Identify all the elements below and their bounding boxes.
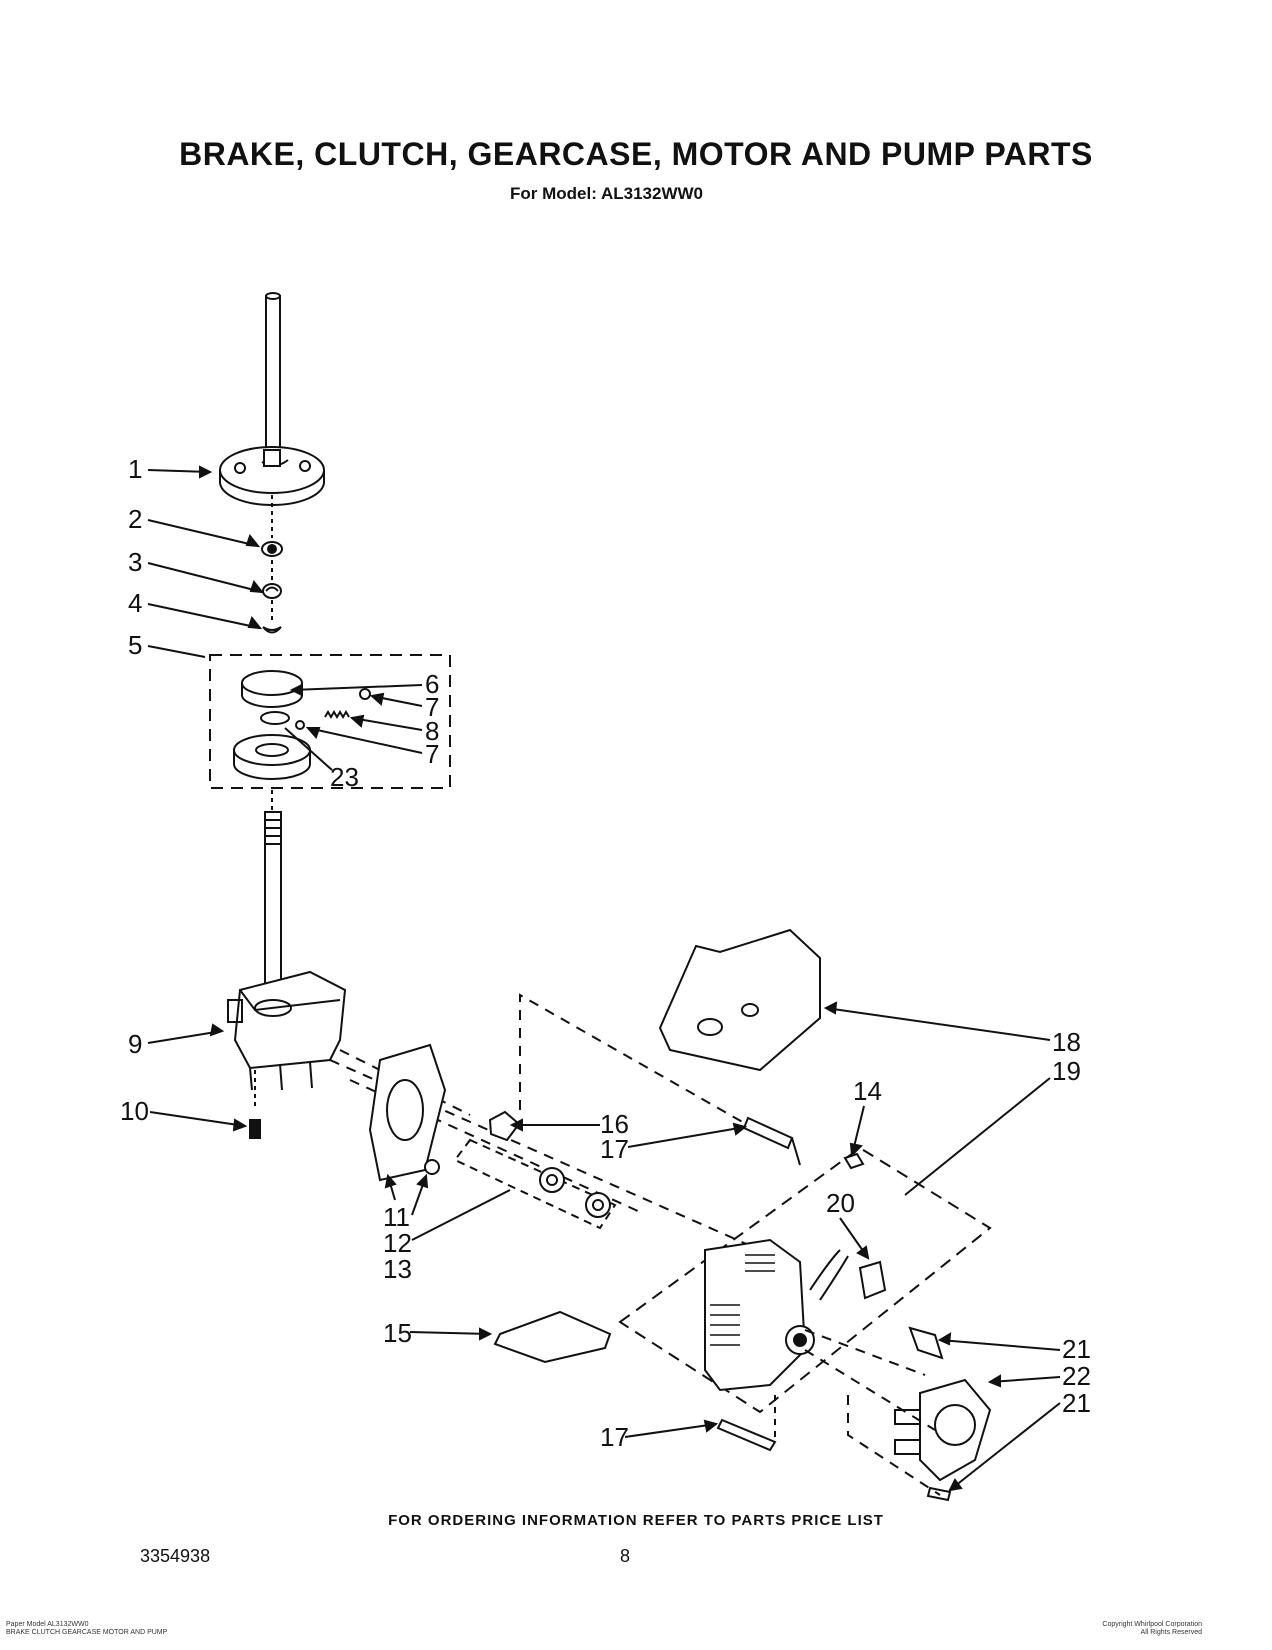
- part-6-band: [241, 670, 303, 708]
- callout-3: 3: [128, 547, 142, 577]
- callout-22: 22: [1062, 1361, 1091, 1391]
- part-5-assembly-box: [209, 654, 451, 789]
- part-4-clip: [262, 626, 282, 634]
- ordering-note: FOR ORDERING INFORMATION REFER TO PARTS …: [388, 1512, 884, 1529]
- fine-print-left-line2: BRAKE CLUTCH GEARCASE MOTOR AND PUMP: [6, 1629, 168, 1636]
- callout-10: 10: [120, 1096, 149, 1126]
- part-8-spring: [324, 710, 350, 719]
- callout-21-lower: 21: [1062, 1388, 1091, 1418]
- callout-11: 11: [383, 1202, 410, 1232]
- callout-13: 13: [383, 1254, 412, 1284]
- page-number: 8: [620, 1546, 631, 1566]
- callout-8: 8: [425, 716, 439, 746]
- part-17-strap-upper: [742, 1116, 801, 1166]
- callout-6: 6: [425, 669, 439, 699]
- part-19-box: [618, 1146, 992, 1414]
- callout-17-lower: 17: [600, 1422, 629, 1452]
- part-20-switch: [858, 1260, 887, 1300]
- callout-20: 20: [826, 1188, 855, 1218]
- callout-2: 2: [128, 504, 142, 534]
- part-17-strap-lower: [716, 1418, 777, 1452]
- callout-7-upper: 7: [425, 692, 439, 722]
- part-22-pump: [894, 1378, 992, 1482]
- part-13-box: [453, 1138, 617, 1230]
- part-2-washer: [261, 541, 283, 557]
- callout-7-lower: 7: [425, 739, 439, 769]
- part-12-bolt: [424, 1159, 440, 1175]
- callout-15: 15: [383, 1318, 412, 1348]
- callout-9: 9: [128, 1029, 142, 1059]
- callout-1: 1: [128, 454, 142, 484]
- callout-17-upper: 17: [600, 1134, 629, 1164]
- callout-4: 4: [128, 588, 142, 618]
- part-18-cover: [658, 928, 821, 1072]
- callout-18: 18: [1052, 1027, 1081, 1057]
- part-23-collar: [260, 711, 290, 725]
- fine-print-right-line2: All Rights Reserved: [1140, 1629, 1202, 1636]
- part-21-clamp-upper: [908, 1326, 944, 1360]
- part-3-ring: [262, 583, 282, 599]
- part-7-pin-lower: [295, 720, 305, 730]
- fine-print-left: Paper Model AL3132WW0 BRAKE CLUTCH GEARC…: [6, 1621, 167, 1637]
- part-7-pin-upper: [359, 688, 371, 700]
- callout-5: 5: [128, 630, 142, 660]
- part-15-gasket: [493, 1310, 612, 1364]
- fine-print-right-line1: Copyright Whirlpool Corporation: [1102, 1621, 1202, 1628]
- callout-14: 14: [853, 1076, 882, 1106]
- part-13-rollers: [539, 1167, 611, 1218]
- callout-23: 23: [330, 762, 359, 792]
- part-9-gearcase: [227, 970, 347, 1091]
- drive-shaft-lower: [264, 811, 282, 1003]
- fine-print-right: Copyright Whirlpool Corporation All Righ…: [1102, 1621, 1202, 1637]
- clutch-pulley: [233, 734, 311, 780]
- callout-16: 16: [600, 1109, 629, 1139]
- model-subtitle: For Model: AL3132WW0: [510, 184, 703, 203]
- document-number: 3354938: [140, 1546, 211, 1566]
- part-10-bolt: [249, 1119, 261, 1139]
- motor: [704, 1238, 849, 1392]
- page-title: BRAKE, CLUTCH, GEARCASE, MOTOR AND PUMP …: [179, 136, 1093, 172]
- callout-12: 12: [383, 1228, 412, 1258]
- callout-19: 19: [1052, 1056, 1081, 1086]
- part-16-clip: [488, 1110, 521, 1142]
- drive-shaft-top: [265, 292, 281, 467]
- callout-21-upper: 21: [1062, 1334, 1091, 1364]
- fine-print-left-line1: Paper Model AL3132WW0: [6, 1621, 89, 1628]
- part-1-hub: [219, 446, 325, 506]
